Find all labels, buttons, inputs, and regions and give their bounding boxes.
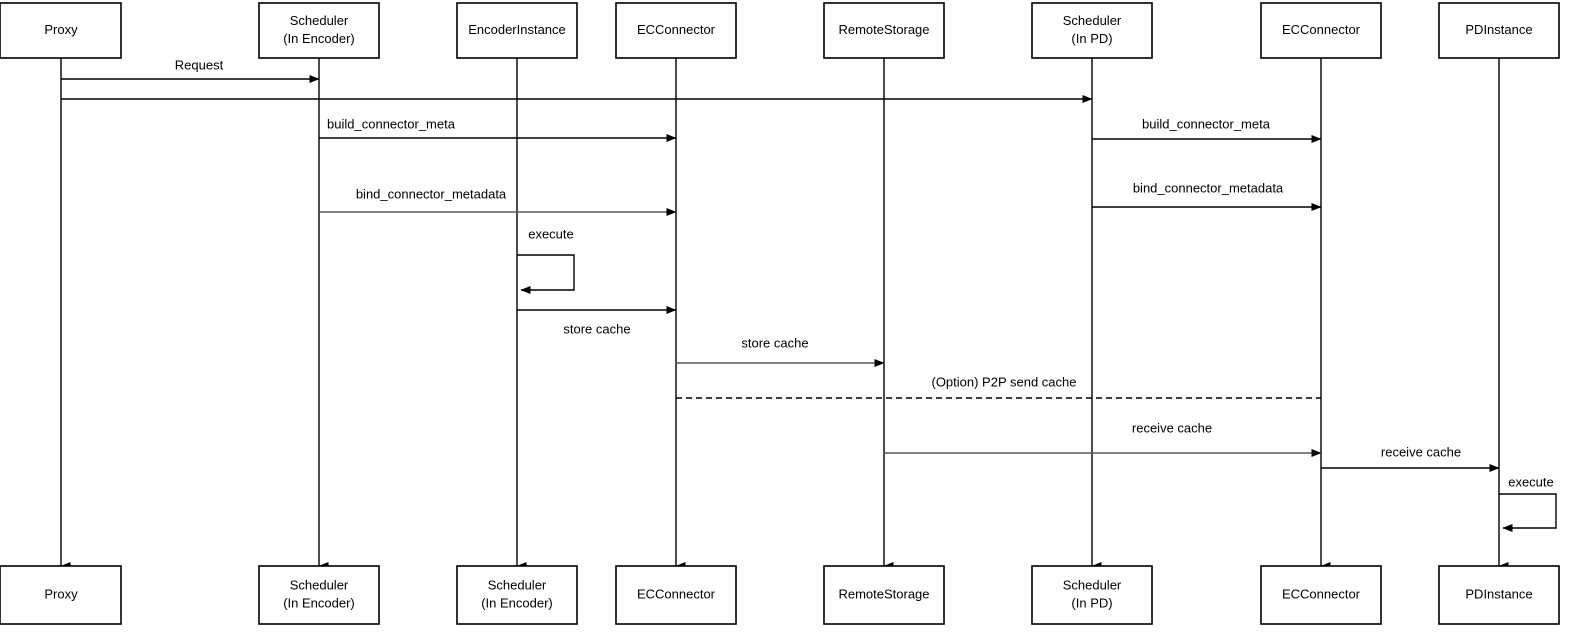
bottom-participant-boxes: Proxy Scheduler (In Encoder) Scheduler (In E… [0,565,1560,625]
box-outline [456,2,578,59]
participant-box-bottom-pdinstance[interactable]: PDInstance [1438,565,1560,625]
message-label: (Option) P2P send cache [931,374,1076,389]
participant-name: EncoderInstance [468,22,566,37]
box-outline [1438,2,1560,59]
participant-box-bottom-ecconnector_l[interactable]: ECConnector [615,565,737,625]
message-label: bind_connector_metadata [1133,180,1284,195]
participant-subtitle: (In Encoder) [283,595,355,610]
participant-box-bottom-proxy[interactable]: Proxy [0,565,122,625]
self-loop-path [1499,493,1557,532]
top-participant-boxes: Proxy Scheduler (In Encoder) EncoderInstanc… [0,2,1560,59]
message-m6[interactable]: bind_connector_metadata [1092,180,1322,211]
participant-name: Proxy [44,22,78,37]
participant-box-top-sched_pd[interactable]: Scheduler (In PD) [1031,2,1153,59]
box-outline [0,565,122,625]
participant-name: ECConnector [637,586,716,601]
participant-box-bottom-sched_encoder[interactable]: Scheduler (In Encoder) [258,565,380,625]
message-m7[interactable]: store cache [517,306,677,336]
box-outline [1438,565,1560,625]
box-outline [258,565,380,625]
lifelines-group [60,58,1509,570]
message-label: build_connector_meta [1142,116,1271,131]
box-outline [615,565,737,625]
participant-subtitle: (In PD) [1071,31,1112,46]
message-m3[interactable]: build_connector_meta [319,116,677,142]
participant-box-top-sched_encoder[interactable]: Scheduler (In Encoder) [258,2,380,59]
self-message-label: execute [528,226,574,241]
message-m5[interactable]: bind_connector_metadata [319,186,677,216]
message-label: store cache [741,335,808,350]
self-message-s1[interactable]: execute [517,226,575,294]
box-outline [0,2,122,59]
message-label: Request [175,57,224,72]
messages-group: Request build_connector_meta build_connect… [61,57,1500,472]
participant-box-top-ecconnector_r[interactable]: ECConnector [1260,2,1382,59]
participant-box-top-encoderinstance[interactable]: EncoderInstance [456,2,578,59]
message-m8[interactable]: store cache [676,335,885,367]
participant-name: ECConnector [1282,586,1361,601]
box-outline [456,565,578,625]
participant-name: Scheduler [1063,13,1122,28]
message-label: bind_connector_metadata [356,186,507,201]
box-outline [258,2,380,59]
box-outline [615,2,737,59]
box-outline [1031,2,1153,59]
participant-name: PDInstance [1465,586,1532,601]
participant-box-top-proxy[interactable]: Proxy [0,2,122,59]
participant-name: RemoteStorage [838,22,929,37]
participant-box-bottom-encoderinstance[interactable]: Scheduler (In Encoder) [456,565,578,625]
participant-box-bottom-remotestorage[interactable]: RemoteStorage [823,565,945,625]
message-m1[interactable]: Request [61,57,320,83]
participant-name: Proxy [44,586,78,601]
message-label: build_connector_meta [327,116,456,131]
box-outline [823,2,945,59]
message-m10[interactable]: receive cache [884,420,1322,457]
participant-name: PDInstance [1465,22,1532,37]
self-loop-path [517,254,575,294]
participant-name: ECConnector [1282,22,1361,37]
participant-name: ECConnector [637,22,716,37]
box-outline [1260,565,1382,625]
box-outline [1031,565,1153,625]
participant-box-top-remotestorage[interactable]: RemoteStorage [823,2,945,59]
participant-box-bottom-ecconnector_r[interactable]: ECConnector [1260,565,1382,625]
participant-name: RemoteStorage [838,586,929,601]
participant-subtitle: (In Encoder) [481,595,553,610]
self-message-s2[interactable]: execute [1499,474,1557,532]
message-m4[interactable]: build_connector_meta [1092,116,1322,143]
participant-name: Scheduler [488,577,547,592]
self-messages-group: execute execute [517,226,1557,532]
box-outline [1260,2,1382,59]
message-label: store cache [563,321,630,336]
box-outline [823,565,945,625]
participant-name: Scheduler [290,13,349,28]
participant-box-bottom-sched_pd[interactable]: Scheduler (In PD) [1031,565,1153,625]
message-m9[interactable]: (Option) P2P send cache [676,374,1321,399]
participant-box-top-ecconnector_l[interactable]: ECConnector [615,2,737,59]
participant-subtitle: (In Encoder) [283,31,355,46]
participant-name: Scheduler [290,577,349,592]
message-m11[interactable]: receive cache [1321,444,1500,472]
participant-subtitle: (In PD) [1071,595,1112,610]
participant-box-top-pdinstance[interactable]: PDInstance [1438,2,1560,59]
self-message-label: execute [1508,474,1554,489]
message-label: receive cache [1381,444,1461,459]
participant-name: Scheduler [1063,577,1122,592]
message-label: receive cache [1132,420,1212,435]
